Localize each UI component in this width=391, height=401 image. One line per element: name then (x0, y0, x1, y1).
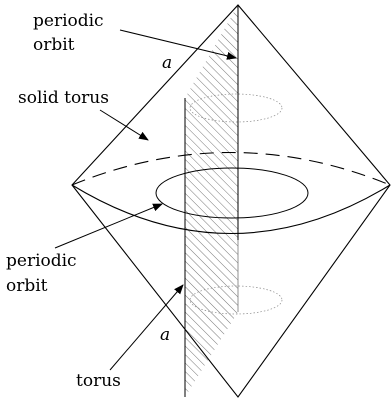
hidden-ellipse-bottom (189, 285, 283, 315)
octahedron-outline (71, 4, 391, 398)
label-periodic-orbit-top-line1: periodic (33, 11, 104, 31)
torus-band (185, 5, 238, 397)
label-solid-torus: solid torus (18, 88, 109, 108)
label-periodic-orbit-top-line2: orbit (33, 35, 75, 55)
label-a-top: a (162, 53, 173, 73)
arrow-mid-periodic-orbit (54, 203, 163, 249)
periodic-orbit-ellipse (155, 167, 309, 219)
arrow-solid-torus (99, 109, 149, 141)
label-periodic-orbit-mid-line2: orbit (6, 276, 48, 296)
label-periodic-orbit-mid-line1: periodic (6, 251, 77, 271)
label-a-bottom: a (160, 325, 171, 345)
equator-back-arc (71, 152, 391, 186)
label-torus: torus (76, 371, 121, 391)
arrow-torus (109, 284, 184, 371)
equator-front-arc (71, 184, 391, 234)
arrow-top-periodic-orbit (119, 29, 237, 60)
hidden-ellipse-top (189, 93, 283, 123)
